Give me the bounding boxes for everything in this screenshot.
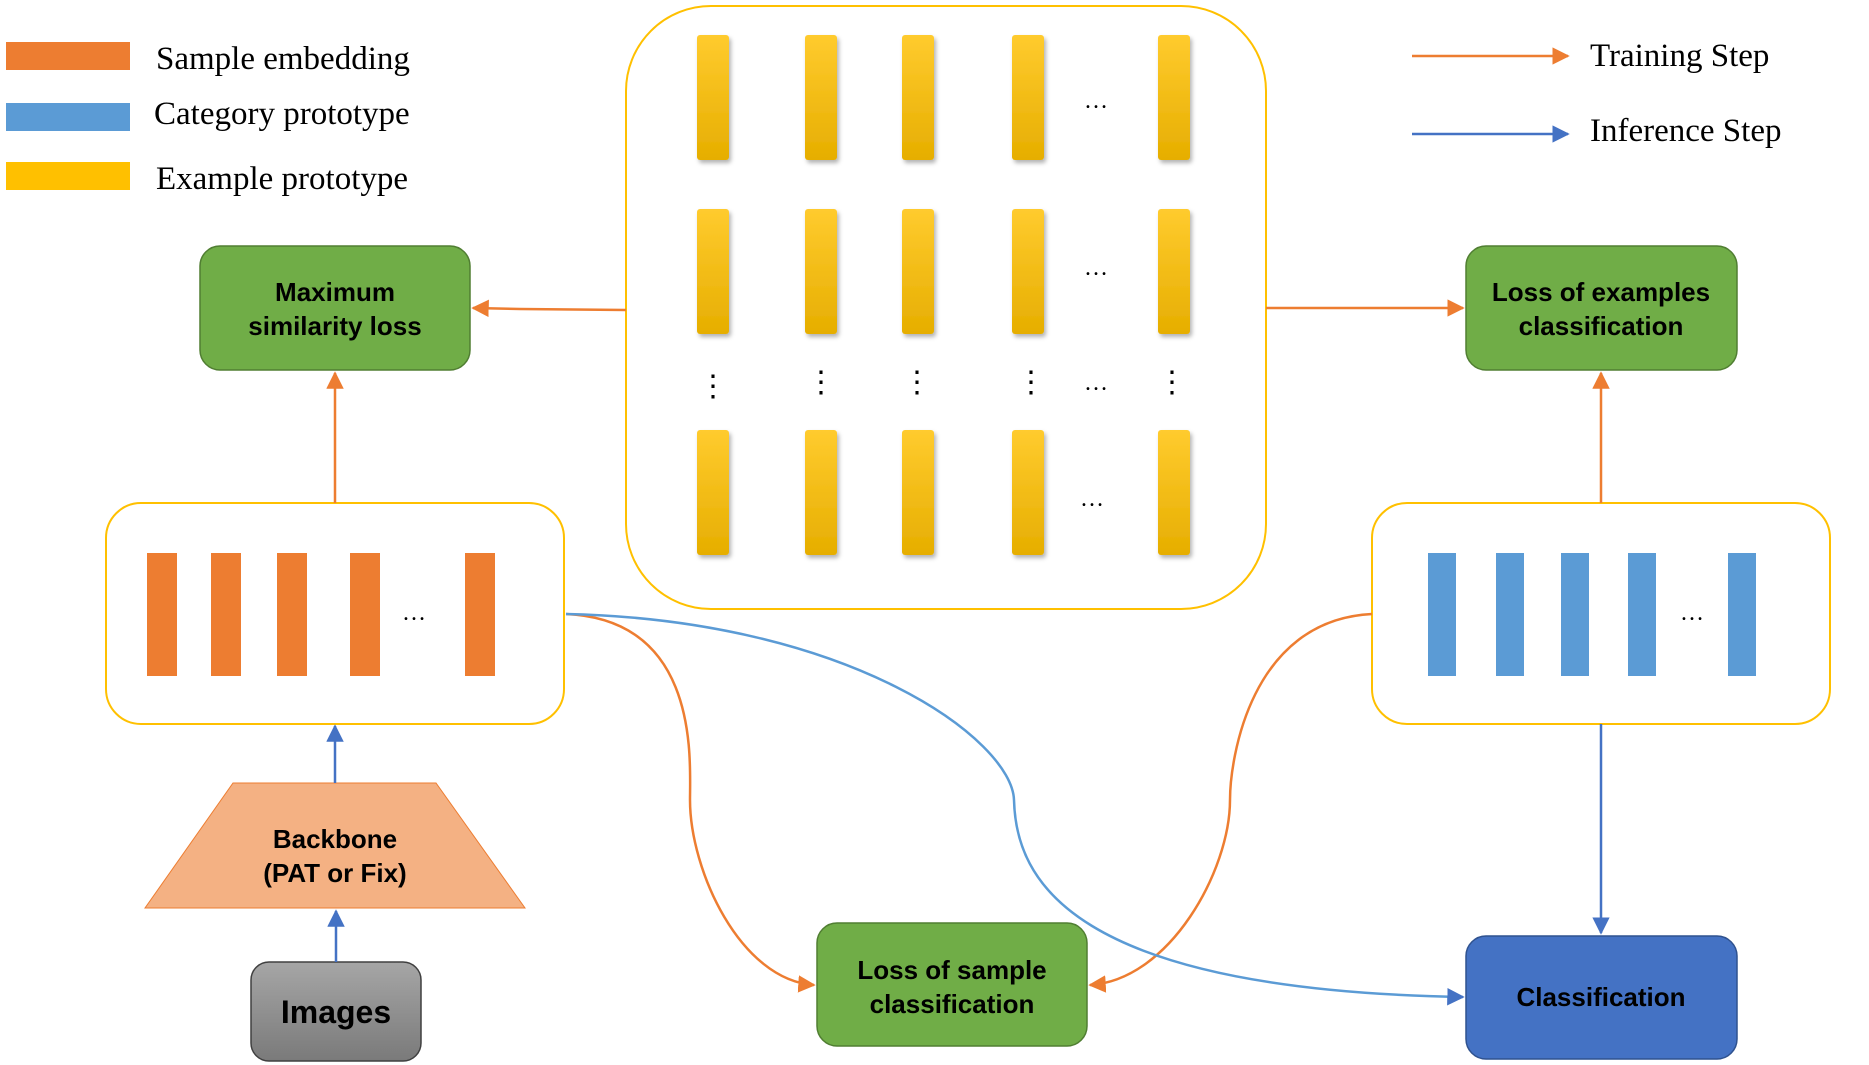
sample-embedding-bar [350, 553, 380, 676]
loss-sample-classification-shape [816, 922, 1088, 1047]
max-similarity-loss-line2: similarity loss [248, 311, 421, 341]
max-similarity-loss-shape [199, 245, 471, 371]
example-prototype-bar [697, 430, 729, 555]
category-prototype-group: … [1371, 502, 1831, 725]
loss-examples-classification-box: Loss of examples classification [1465, 245, 1738, 371]
classification-shape [1465, 935, 1738, 1060]
loss-examples-classification-line1: Loss of examples [1492, 277, 1710, 307]
loss-sample-classification-line1: Loss of sample [857, 955, 1046, 985]
max-similarity-loss-box: Maximum similarity loss [199, 245, 471, 371]
example-prototype-bar [805, 209, 837, 334]
loss-examples-classification-shape [1465, 245, 1738, 371]
category-prototype-ellipsis: … [1680, 600, 1704, 626]
arrow-legend: Training Step Inference Step [1412, 38, 1781, 149]
embedding-to-classification-arrow [565, 612, 1465, 1006]
training-step-label: Training Step [1590, 38, 1769, 74]
example-prototype-matrix: … … … … ⋮ ⋮ ⋮ ⋮ ⋮ [625, 5, 1267, 610]
category-prototype-bar [1496, 553, 1524, 676]
matrix-ellipses: … … … … ⋮ ⋮ ⋮ ⋮ ⋮ [698, 88, 1187, 512]
example-prototype-bar [805, 35, 837, 160]
column-ellipsis: ⋮ [698, 370, 728, 403]
row-ellipsis: … [1084, 370, 1108, 396]
connectors [326, 299, 1610, 1006]
legend-label-example-prototype: Example prototype [156, 161, 408, 197]
legend: Sample embedding Category prototype Exam… [6, 41, 410, 197]
inference-step-label: Inference Step [1590, 113, 1781, 149]
max-similarity-loss-line1: Maximum [275, 277, 395, 307]
backbone-node: Backbone (PAT or Fix) [144, 782, 526, 909]
images-node: Images [250, 961, 422, 1062]
sample-embedding-bar [277, 553, 307, 676]
example-prototype-bars [697, 35, 1190, 555]
sample-embedding-ellipsis: … [402, 600, 426, 626]
embedding-to-loss-sample-arrow [565, 612, 816, 993]
category-prototype-bar [1428, 553, 1456, 676]
loss-sample-classification-box: Loss of sample classification [816, 922, 1088, 1047]
legend-swatch-category-prototype [6, 103, 130, 131]
row-ellipsis: … [1084, 88, 1108, 114]
example-prototype-bar [1012, 209, 1044, 334]
classification-box: Classification [1465, 935, 1738, 1060]
example-prototype-bar [1012, 430, 1044, 555]
sample-embedding-bar [147, 553, 177, 676]
column-ellipsis: ⋮ [1016, 366, 1046, 399]
backbone-line2: (PAT or Fix) [263, 858, 406, 888]
example-prototype-bar [697, 35, 729, 160]
example-prototype-bar [697, 209, 729, 334]
sample-embedding-group: … [105, 502, 565, 725]
column-ellipsis: ⋮ [902, 366, 932, 399]
example-prototype-bar [1158, 430, 1190, 555]
example-prototype-bar [1012, 35, 1044, 160]
legend-swatch-sample-embedding [6, 42, 130, 70]
category-prototype-bar [1728, 553, 1756, 676]
column-ellipsis: ⋮ [1157, 366, 1187, 399]
category-prototype-bar [1561, 553, 1589, 676]
example-prototype-bar [1158, 209, 1190, 334]
example-prototype-bar [805, 430, 837, 555]
matrix-to-max-sim-arrow [471, 299, 627, 318]
backbone-line1: Backbone [273, 824, 397, 854]
example-prototype-bar [902, 35, 934, 160]
example-prototype-bar [1158, 35, 1190, 160]
images-label: Images [281, 994, 391, 1030]
backbone-shape [144, 782, 526, 909]
example-prototype-bar [902, 209, 934, 334]
legend-label-category-prototype: Category prototype [154, 96, 410, 132]
category-to-loss-sample-arrow [1088, 612, 1373, 993]
row-ellipsis: … [1084, 255, 1108, 281]
example-prototype-bar [902, 430, 934, 555]
row-ellipsis: … [1080, 486, 1104, 512]
loss-examples-classification-line2: classification [1519, 311, 1684, 341]
classification-label: Classification [1516, 982, 1685, 1012]
category-prototype-bar [1628, 553, 1656, 676]
column-ellipsis: ⋮ [806, 366, 836, 399]
legend-label-sample-embedding: Sample embedding [156, 41, 410, 77]
loss-sample-classification-line2: classification [870, 989, 1035, 1019]
sample-embedding-bar [211, 553, 241, 676]
sample-embedding-bar [465, 553, 495, 676]
legend-swatch-example-prototype [6, 162, 130, 190]
